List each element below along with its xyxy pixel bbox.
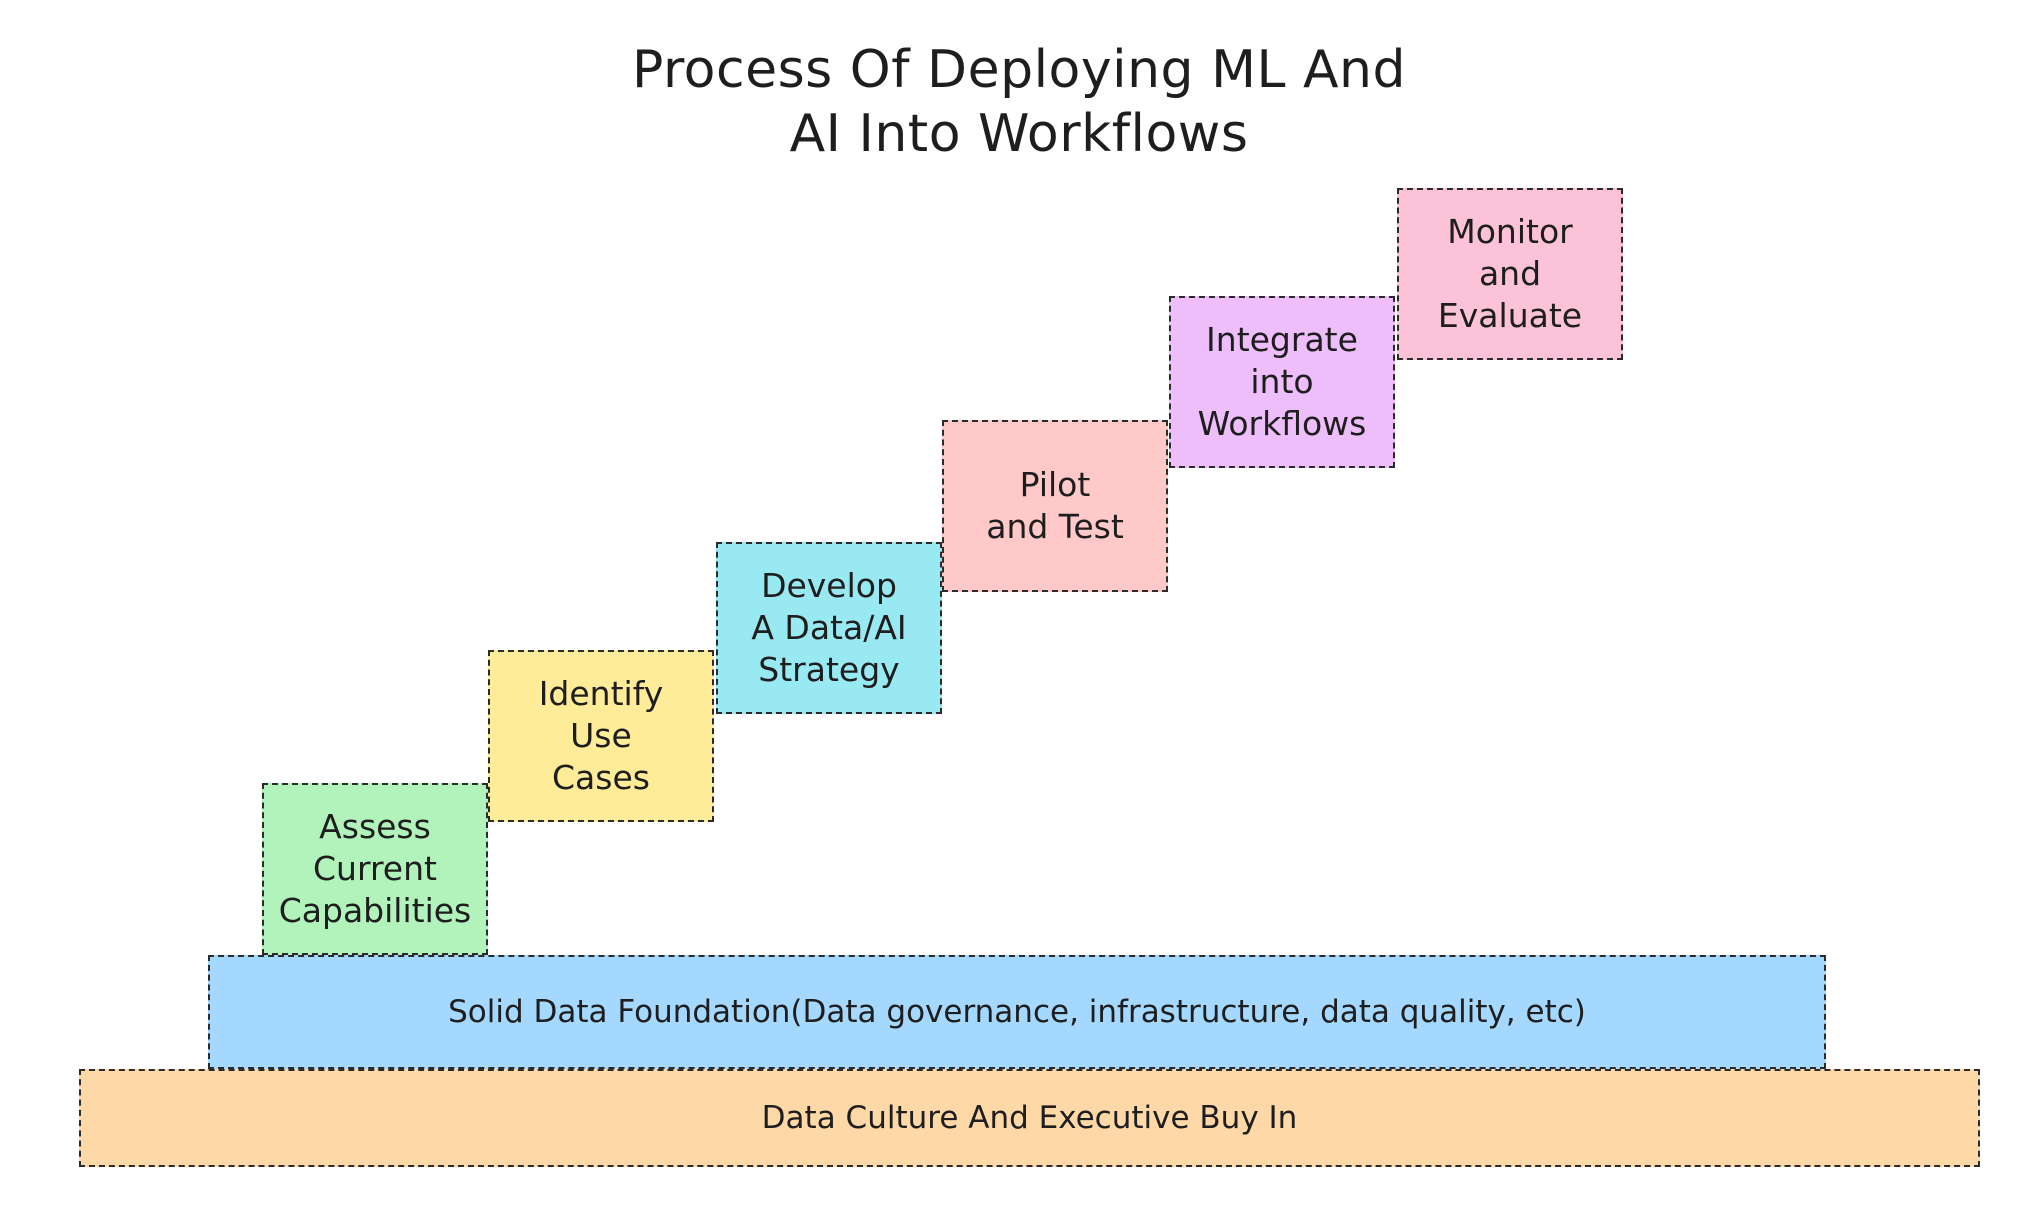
step-label-line: Develop — [761, 566, 897, 605]
step-label-line: Use — [570, 716, 632, 755]
step-assess-current-capabilities: Assess Current Capabilities — [262, 783, 488, 955]
step-label-line: and Test — [986, 507, 1124, 546]
culture-label: Data Culture And Executive Buy In — [761, 1100, 1298, 1136]
diagram-title: Process Of Deploying ML And AI Into Work… — [0, 38, 2038, 166]
step-label-line: Workflows — [1197, 404, 1367, 443]
step-label-line: Capabilities — [278, 891, 472, 930]
step-develop-data-ai-strategy: Develop A Data/AI Strategy — [716, 542, 942, 714]
step-label-line: Evaluate — [1437, 296, 1583, 335]
step-label-line: Strategy — [758, 650, 900, 689]
step-integrate-into-workflows: Integrate into Workflows — [1169, 296, 1395, 468]
step-label-line: Monitor — [1447, 212, 1573, 251]
step-label-line: Assess — [319, 807, 431, 846]
step-label-line: A Data/AI — [751, 608, 907, 647]
step-label-line: and — [1478, 254, 1542, 293]
foundation-label: Solid Data Foundation(Data governance, i… — [448, 994, 1586, 1030]
step-pilot-and-test: Pilot and Test — [942, 420, 1168, 592]
solid-data-foundation-layer: Solid Data Foundation(Data governance, i… — [208, 955, 1826, 1069]
data-culture-layer: Data Culture And Executive Buy In — [79, 1069, 1980, 1167]
step-monitor-and-evaluate: Monitor and Evaluate — [1397, 188, 1623, 360]
step-identify-use-cases: Identify Use Cases — [488, 650, 714, 822]
step-label-line: Integrate — [1206, 320, 1358, 359]
step-label-line: into — [1250, 362, 1314, 401]
title-line-2: AI Into Workflows — [789, 104, 1249, 164]
step-label-line: Pilot — [1019, 465, 1091, 504]
step-label-line: Cases — [552, 758, 650, 797]
step-label-line: Current — [313, 849, 437, 888]
step-label-line: Identify — [538, 674, 664, 713]
title-line-1: Process Of Deploying ML And — [632, 40, 1406, 100]
